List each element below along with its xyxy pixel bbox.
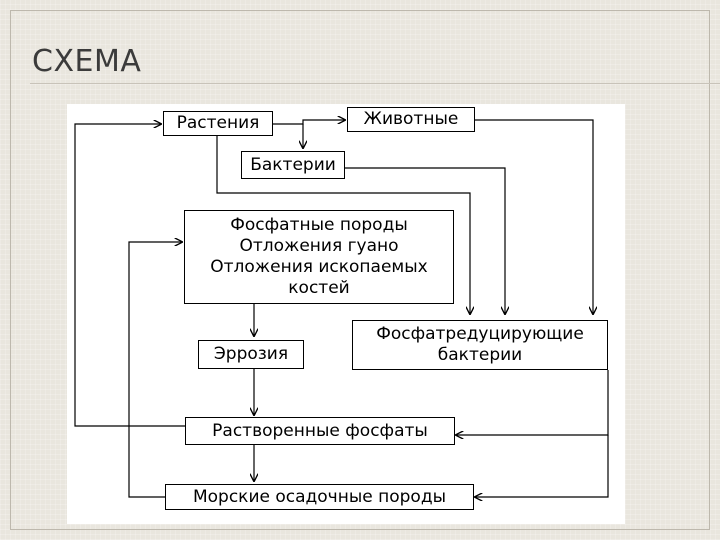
slide-frame — [10, 10, 710, 530]
node-phosphate-rocks: Фосфатные породы Отложения гуано Отложен… — [184, 210, 454, 304]
slide-title: СХЕМА — [32, 44, 142, 79]
arrow-dissolved-to-plants — [74, 124, 185, 427]
arrow-reducers-to-dissolved — [456, 370, 609, 435]
arrow-plants-to-reducers — [216, 135, 470, 314]
node-erosion: Эррозия — [198, 340, 304, 369]
arrow-bacteria-to-reducers — [345, 167, 505, 314]
node-bacteria: Бактерии — [241, 151, 345, 179]
connector-lines — [74, 104, 609, 524]
node-dissolved-phosphates: Растворенные фосфаты — [185, 417, 455, 445]
node-animals: Животные — [347, 107, 475, 132]
diagram-canvas: Растения Животные Бактерии Фосфатные пор… — [67, 104, 625, 524]
arrow-animals-to-reducers — [475, 119, 593, 314]
arrow-plants-to-animals — [273, 120, 345, 125]
node-plants: Растения — [163, 111, 273, 136]
node-marine-sedimentary-rocks: Морские осадочные породы — [165, 484, 474, 510]
title-divider — [30, 83, 720, 84]
arrow-reducers-to-marine — [475, 435, 609, 497]
node-phosphate-reducing-bacteria: Фосфатредуцирующие бактерии — [352, 320, 608, 370]
arrow-marine-to-rocks — [128, 242, 182, 498]
